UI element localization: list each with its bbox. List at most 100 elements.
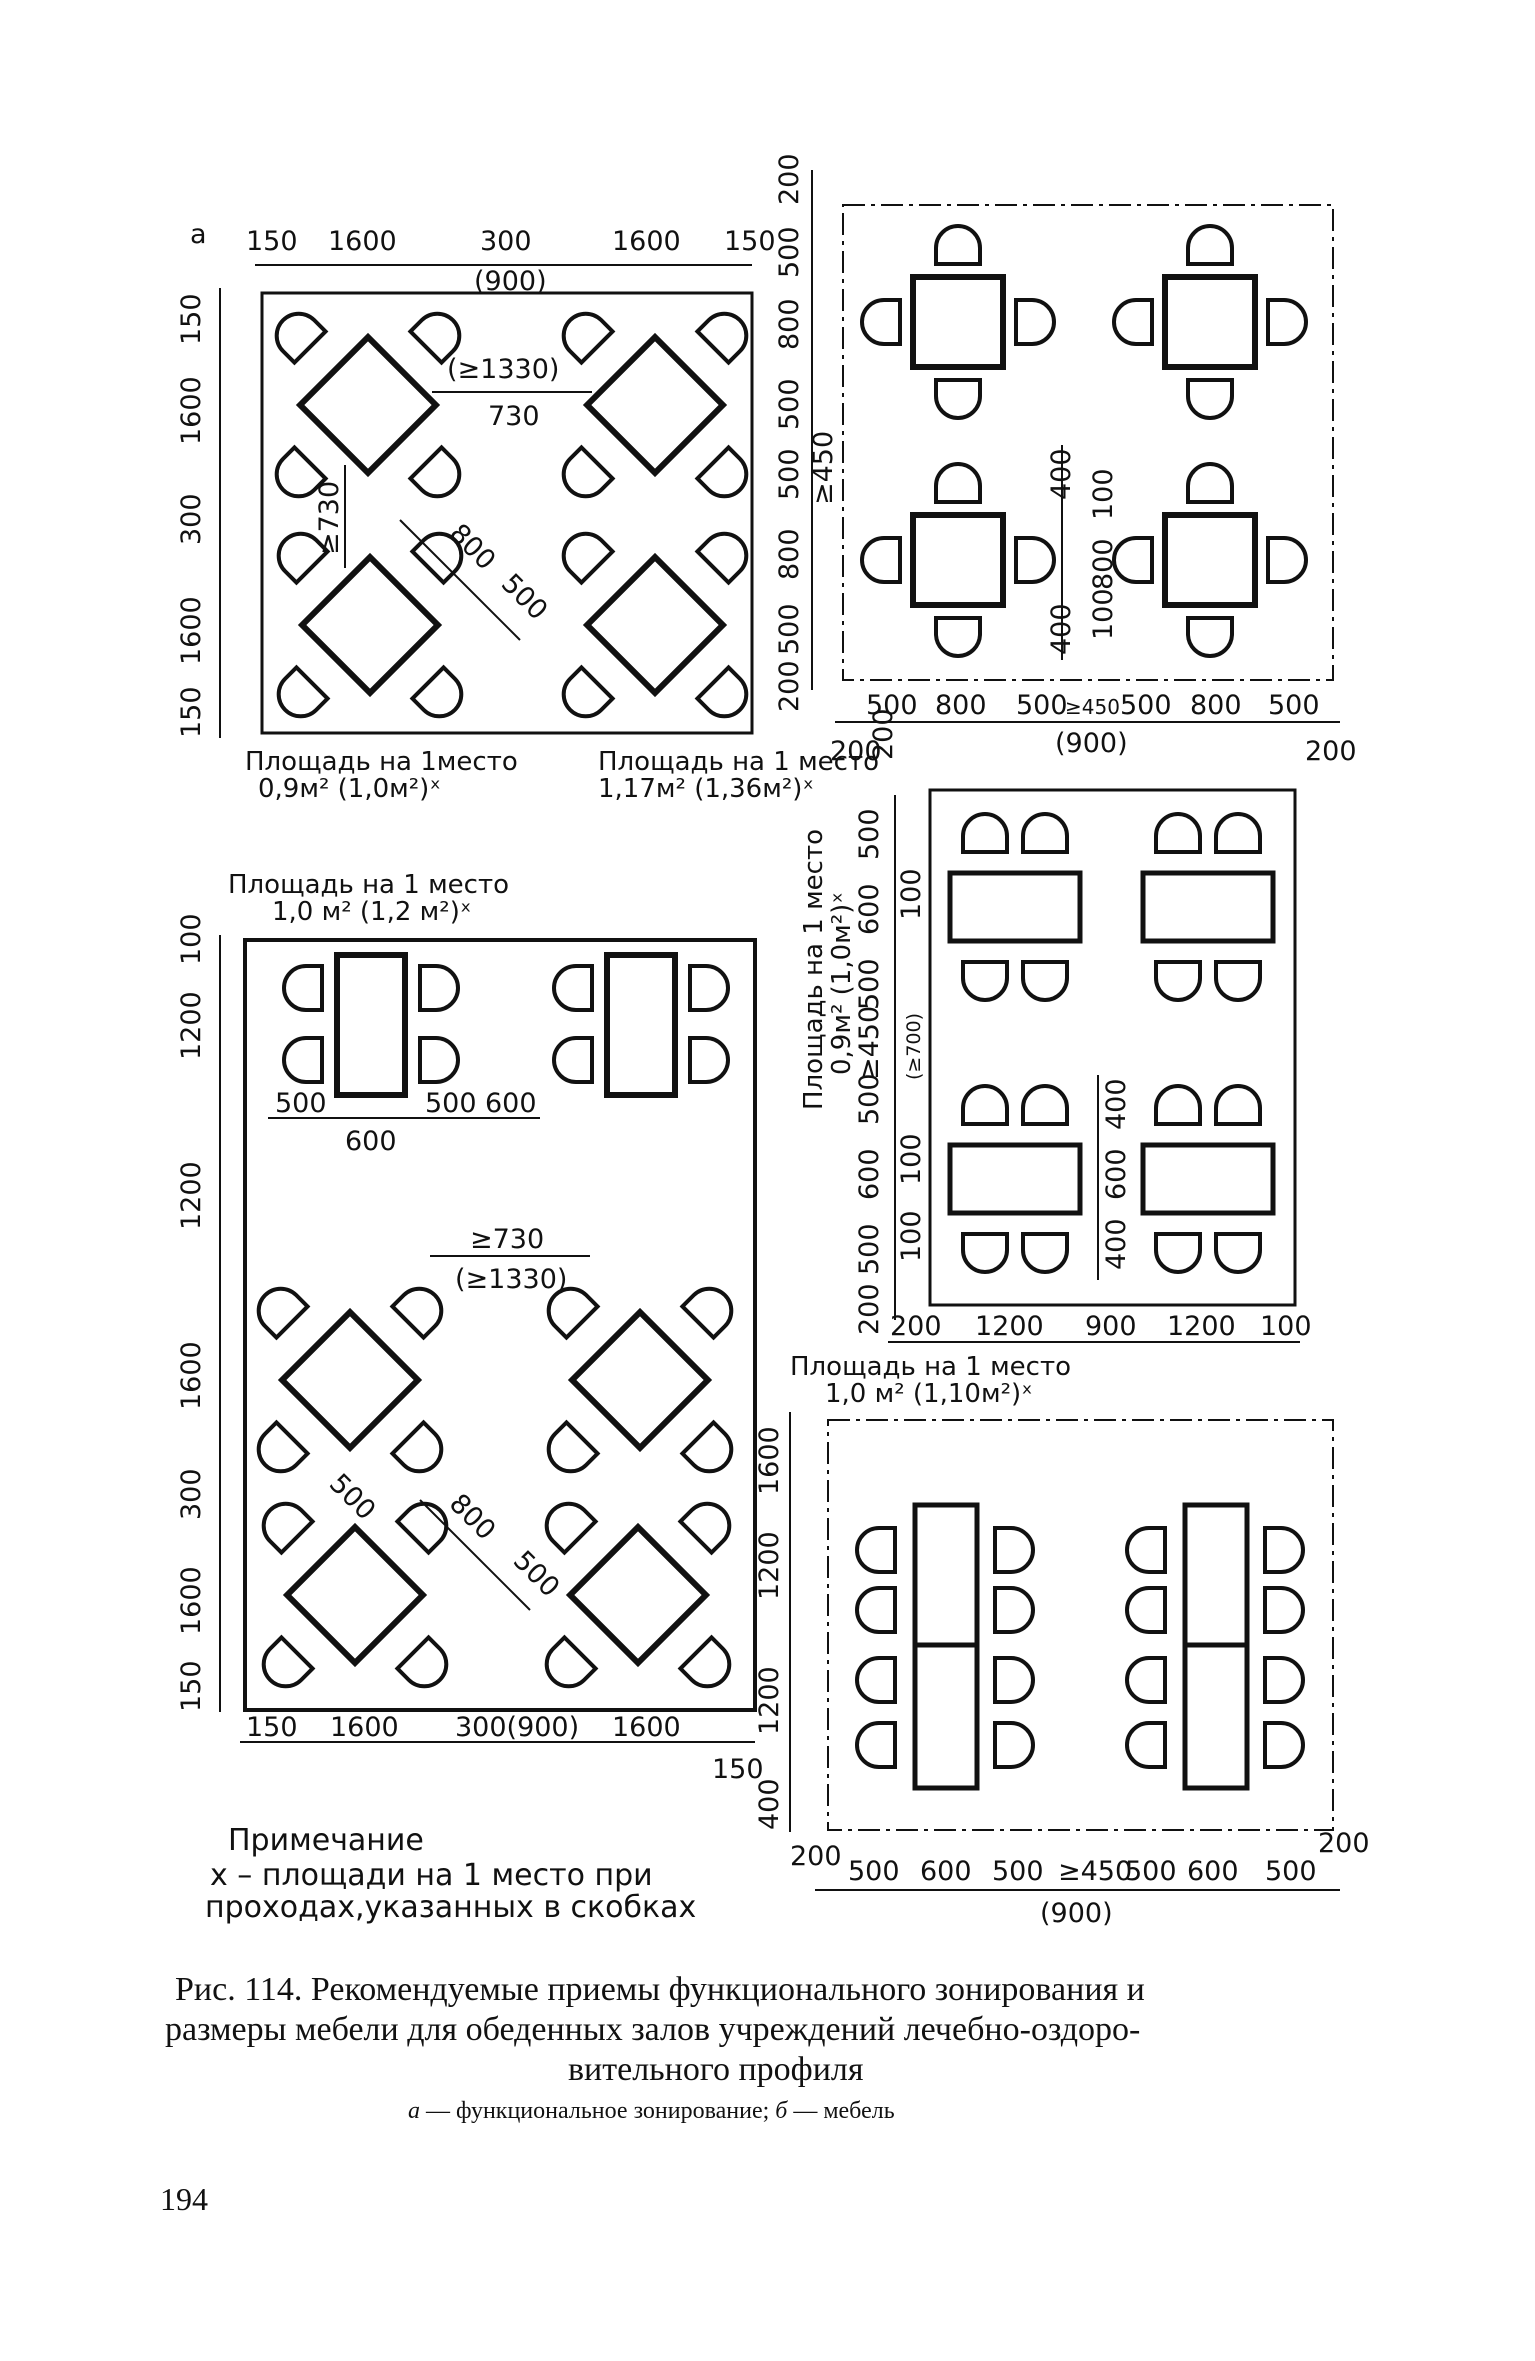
- panel-e-bottom-dim-5: 500: [1125, 1856, 1177, 1887]
- panel-e-table-group-2: [1125, 1502, 1305, 1791]
- panel-e-left-dim-0: 1600: [754, 1426, 785, 1495]
- panel-d-table-group-1: [947, 812, 1083, 1002]
- panel-b-area-label: Площадь на 1 место: [598, 747, 879, 777]
- panel-c-rect-table-1: [282, 952, 460, 1098]
- panel-e-hall-outline: [827, 1419, 1334, 1831]
- panel-e: 1600 1200 1200 400 200 500 600 500 ≥450 …: [754, 1412, 1370, 1929]
- page-number: 194: [160, 2181, 208, 2217]
- panel-d-bottom-dim-1: 1200: [975, 1311, 1044, 1342]
- caption-line-1: Рис. 114. Рекомендуемые приемы функциона…: [175, 1971, 1145, 2008]
- panel-c-table-group-4: [538, 1495, 739, 1696]
- panel-d-left-dim-0: 500: [854, 808, 885, 860]
- panel-d-left-dim-9: 100: [896, 1210, 927, 1262]
- panel-e-bottom-dim-6: 600: [1187, 1856, 1239, 1887]
- panel-b-left-dim-2: 800: [774, 298, 805, 350]
- panel-b-inner-dim-1: 100: [1088, 468, 1119, 520]
- panel-d-left-dim-6: 500: [854, 1073, 885, 1125]
- panel-b-hall-outline: [842, 204, 1334, 681]
- caption-sub-text2: — мебель: [787, 2098, 894, 2124]
- panel-b-left-dim-6: 800: [774, 528, 805, 580]
- panel-d-left-dim-8: 600: [854, 1148, 885, 1200]
- panel-b-left-dim-7: 500: [774, 603, 805, 655]
- panel-b-left-dim-0: 200: [774, 153, 805, 205]
- panel-d-left-dim-1: 600: [854, 883, 885, 935]
- panel-b-bottom-dim-1: 500: [866, 690, 918, 721]
- note-title: Примечание: [228, 1823, 424, 1858]
- panel-d-inner-dim-1: 600: [1101, 1148, 1132, 1200]
- panel-d-table-group-4: [1140, 1084, 1276, 1274]
- panel-c-mid-dim-0: 500: [275, 1088, 327, 1119]
- panel-a-left-dim-1: 1600: [176, 376, 207, 445]
- panel-c-mid-dim-3: 600: [485, 1088, 537, 1119]
- panel-c-table-group-3: [255, 1495, 456, 1696]
- panel-d-left-dim-2: 100: [896, 868, 927, 920]
- panel-e-bottom-dim-7: 500: [1265, 1856, 1317, 1887]
- panel-b-inner-dim-0: 400: [1046, 448, 1077, 500]
- panel-c-area-value: 1,0 м² (1,2 м²)ˣ: [272, 897, 471, 927]
- panel-d-left-dim-10: 500: [854, 1223, 885, 1275]
- panel-e-bottom-dim-1: 500: [848, 1856, 900, 1887]
- panel-e-bottom-dim-2: 600: [920, 1856, 972, 1887]
- panel-c-gap-label-1: (≥1330): [455, 1264, 567, 1295]
- panel-b-bottom-dim-8: 200: [868, 708, 899, 760]
- panel-b-left-dim-3: 500: [774, 378, 805, 430]
- panel-d-table-group-2: [1140, 812, 1276, 1002]
- caption-line-3: вительного профиля: [568, 2051, 864, 2088]
- panel-c-table-group-1: [250, 1280, 451, 1481]
- panel-c-bottom-dim-4: 150: [712, 1754, 764, 1785]
- panel-b-left-dim-5: ≥450: [808, 431, 839, 505]
- panel-e-bottom-dim-3: 500: [992, 1856, 1044, 1887]
- panel-b-bottom-dim-7: 500: [1268, 690, 1320, 721]
- panel-e-bottom-dim-0: 200: [790, 1841, 842, 1872]
- caption-sub-text: — функциональное зонирование;: [420, 2098, 775, 2124]
- panel-c-chair-dimline: [419, 1499, 531, 1611]
- panel-c-bottom-dim-3: 1600: [612, 1712, 681, 1743]
- panel-a-top-dim-5: 150: [724, 226, 776, 257]
- panel-d-left-dim-11: 200: [854, 1283, 885, 1335]
- panel-a-table-group-1: [268, 305, 469, 506]
- panel-c-left-dim-5: 1600: [176, 1566, 207, 1635]
- panel-c-area-label: Площадь на 1 место: [228, 870, 509, 900]
- panel-d-left-dim-7: 100: [896, 1133, 927, 1185]
- caption-subline: а — функциональное зонирование; б — мебе…: [408, 2098, 895, 2124]
- panel-e-bottom-dim-4: ≥450: [1058, 1856, 1132, 1887]
- panel-e-bottom-dim-8: 200: [1318, 1828, 1370, 1859]
- panel-a-left-dim-0: 150: [176, 293, 207, 345]
- panel-c-left-dim-2: 1200: [176, 1161, 207, 1230]
- panel-d-inner-dim-2: 400: [1101, 1218, 1132, 1270]
- panel-c-left-dim-3: 1600: [176, 1341, 207, 1410]
- panel-a-table-group-2: [555, 305, 756, 506]
- panel-b-table-group-1: [860, 224, 1056, 420]
- panel-d-area-value: 0,9м² (1,0м²)ˣ: [827, 892, 857, 1075]
- panel-a-gap-label-1: 730: [488, 401, 540, 432]
- panel-c-bottom-dim-0: 150: [246, 1712, 298, 1743]
- panel-d: Площадь на 1 место 0,9м² (1,0м²)ˣ 500 60…: [790, 788, 1312, 1409]
- panel-d-area-repeat-value: 1,0 м² (1,10м²)ˣ: [825, 1379, 1033, 1409]
- panel-d-left-dim-5: (≥700): [903, 1013, 925, 1080]
- panel-d-hall-outline: [928, 788, 1297, 1307]
- panel-d-bottom-dim-3: 1200: [1167, 1311, 1236, 1342]
- panel-a-hall-outline: [260, 291, 754, 735]
- panel-b-bottom-dim-3: 500: [1016, 690, 1068, 721]
- panel-d-table-group-3: [947, 1084, 1083, 1274]
- panel-c-left-dim-0: 100: [176, 913, 207, 965]
- panel-e-left-dim-3: 400: [754, 1778, 785, 1830]
- note-line-1: х – площади на 1 место при: [210, 1858, 653, 1893]
- panel-c-mid-dim-2: 500: [425, 1088, 477, 1119]
- panel-a-table-group-4: [555, 525, 756, 726]
- panel-b-left-dim-4: 500: [774, 448, 805, 500]
- panel-d-area-label: Площадь на 1 место: [799, 829, 829, 1110]
- panel-b-table-group-2: [1112, 224, 1308, 420]
- panel-d-bottom-dim-4: 100: [1260, 1311, 1312, 1342]
- panel-a-top-dim-3: (900): [474, 266, 547, 297]
- panel-a-left-dim-3: 1600: [176, 596, 207, 665]
- panel-c-left-dim-1: 1200: [176, 991, 207, 1060]
- panel-c-bottom-dim-2: 300(900): [455, 1712, 579, 1743]
- panel-e-bottom-dim-9: (900): [1040, 1898, 1113, 1929]
- caption-line-2: размеры мебели для обеденных залов учреж…: [165, 2011, 1140, 2048]
- panel-c-mid-dim-1: 600: [345, 1126, 397, 1157]
- panel-e-left-dim-2: 1200: [754, 1666, 785, 1735]
- note: Примечание х – площади на 1 место при пр…: [205, 1823, 696, 1925]
- panel-a: a 150 1600 300 (900) 1600 150 150 1600 3…: [176, 219, 776, 804]
- caption-sub-a: а: [408, 2098, 420, 2124]
